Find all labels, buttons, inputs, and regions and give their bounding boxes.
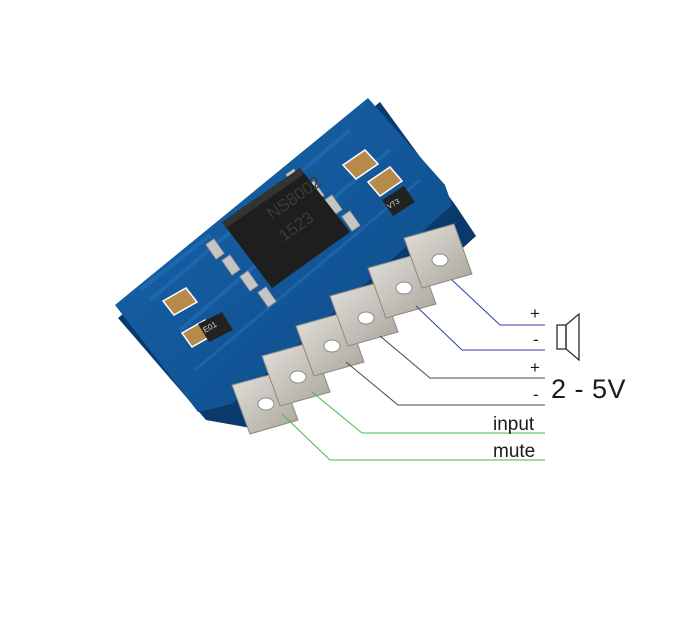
power-plus-label: + (530, 358, 540, 377)
diode-e01: E01 (198, 312, 233, 342)
smd-components: E01 VT3 (161, 149, 415, 348)
leader-lines (281, 279, 545, 461)
transistor-vt3: VT3 (382, 186, 415, 216)
pin-header (231, 223, 473, 435)
power-minus-label: - (533, 385, 539, 404)
leader-power-minus (345, 361, 545, 406)
voltage-label: 2 - 5V (551, 374, 627, 404)
leader-speaker-minus (415, 305, 545, 351)
pin-speaker-plus (403, 223, 473, 289)
speaker-icon (556, 312, 580, 362)
input-label: input (493, 414, 535, 435)
leader-power-plus (379, 335, 545, 379)
leader-mute (281, 413, 545, 461)
leader-speaker-plus (451, 279, 545, 326)
leader-input (311, 391, 545, 434)
amplifier-chip: NS8002 1523 (205, 168, 361, 308)
speaker-minus-label: - (533, 330, 539, 349)
mute-label: mute (493, 441, 536, 462)
capacitor-top (341, 149, 404, 197)
speaker-plus-label: + (530, 304, 540, 323)
